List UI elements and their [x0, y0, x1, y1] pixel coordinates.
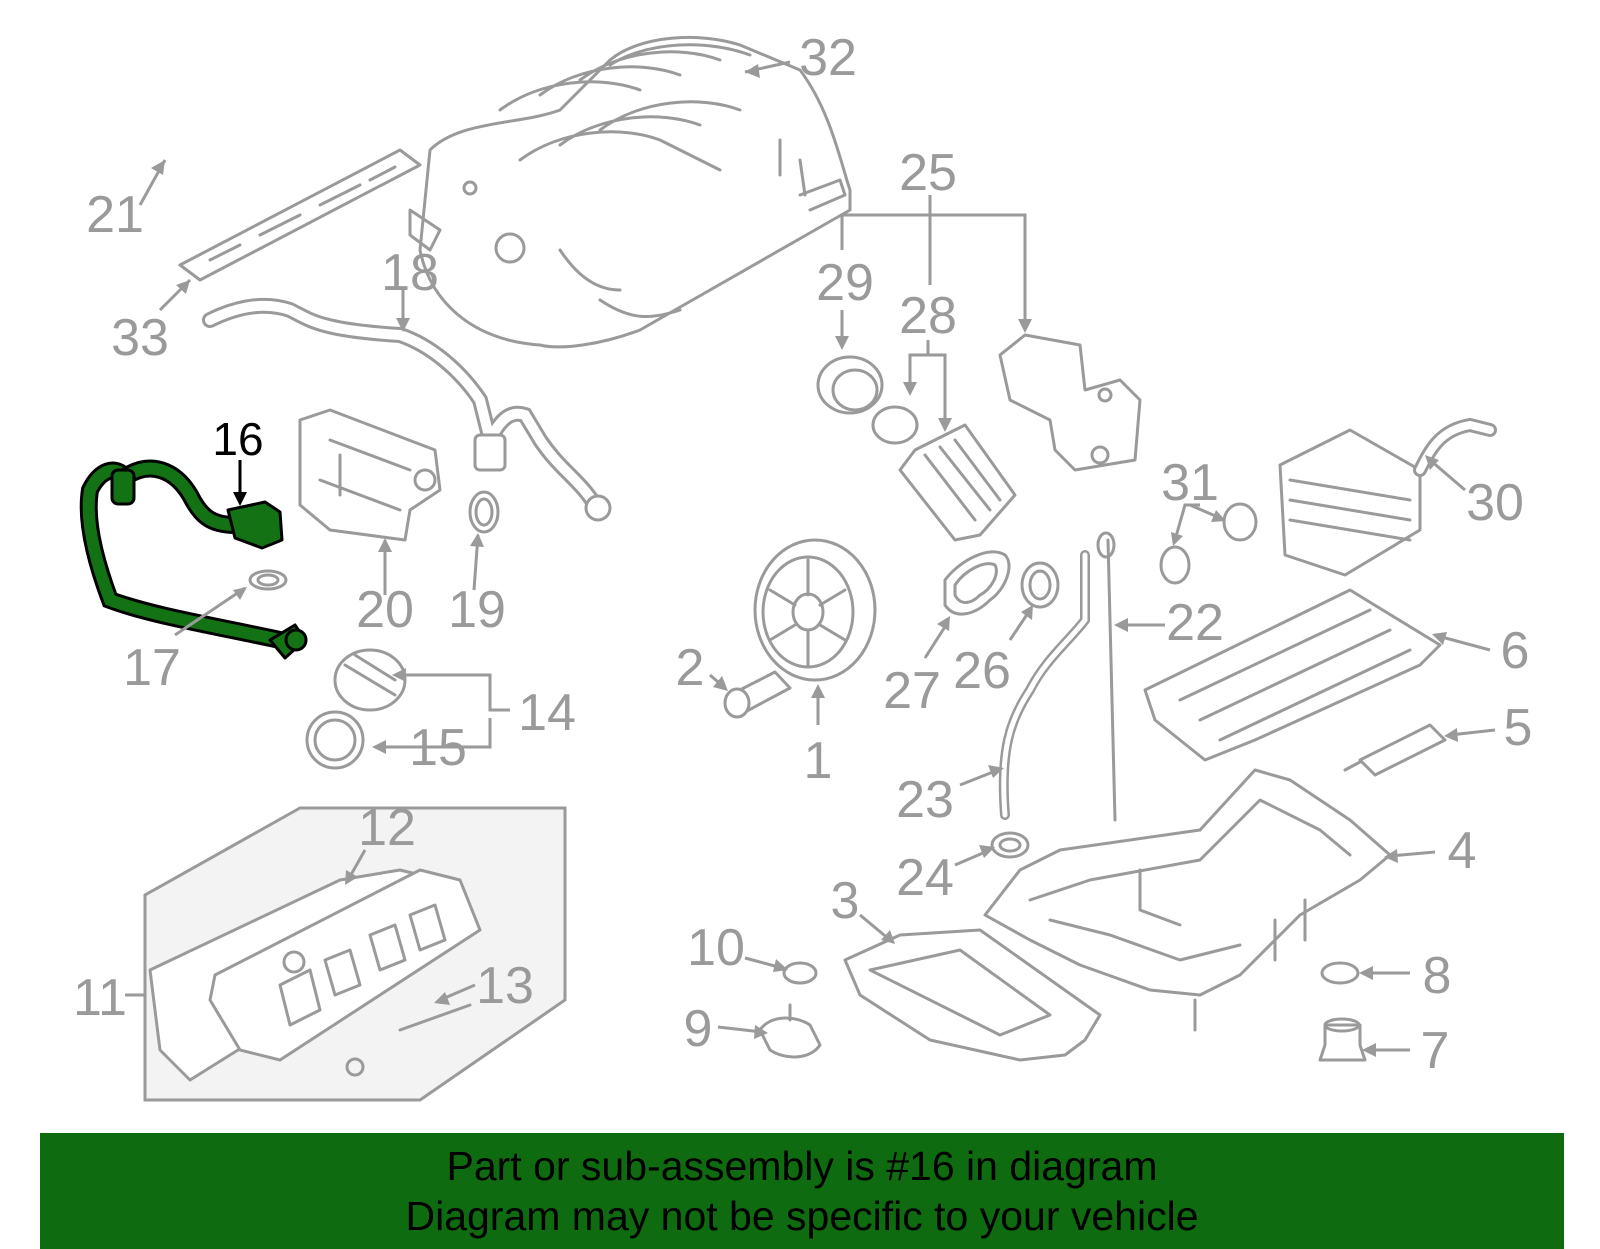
callout-18: 18 — [381, 244, 439, 302]
sensor-part-9[interactable] — [758, 1003, 822, 1059]
breather-pipe-part-18[interactable] — [202, 297, 612, 522]
callout-27: 27 — [883, 662, 941, 720]
callout-23: 23 — [896, 771, 954, 829]
callout-4: 4 — [1448, 822, 1477, 880]
hose-part-21[interactable] — [56, 112, 219, 209]
callout-17: 17 — [123, 639, 181, 697]
valve-cover-assembly-box-part-11[interactable] — [143, 806, 567, 1102]
seal-part-15[interactable] — [305, 710, 365, 770]
callout-21: 21 — [86, 186, 144, 244]
callout-32: 32 — [799, 29, 857, 87]
callout-25: 25 — [899, 144, 957, 202]
sealant-part-5[interactable] — [1343, 723, 1447, 777]
callout-1: 1 — [804, 732, 833, 790]
callout-numbers: 1 2 3 4 5 6 7 8 9 10 11 12 13 14 15 16 1… — [73, 29, 1532, 1080]
seal-part-8[interactable] — [1320, 961, 1360, 985]
bolt-part-2[interactable] — [723, 670, 792, 719]
gasket-part-27[interactable] — [943, 550, 1011, 616]
leader-16 — [233, 460, 247, 506]
callout-5: 5 — [1504, 699, 1533, 757]
crank-pulley-part-1[interactable] — [753, 538, 877, 682]
callout-6: 6 — [1501, 622, 1530, 680]
callout-11: 11 — [73, 969, 127, 1027]
oil-pan-lower-part-3[interactable] — [843, 928, 1102, 1062]
gasket-part-26[interactable] — [1020, 561, 1060, 609]
callout-30: 30 — [1466, 474, 1524, 532]
oil-filler-cap-part-14[interactable] — [333, 648, 407, 712]
oil-separator-part-20[interactable] — [298, 408, 442, 542]
info-banner: Part or sub-assembly is #16 in diagram D… — [40, 1133, 1564, 1249]
banner-line-2: Diagram may not be specific to your vehi… — [405, 1193, 1199, 1239]
seal-part-19[interactable] — [468, 490, 500, 534]
oil-filter-housing-part-25[interactable] — [998, 333, 1142, 472]
seal-part-17[interactable] — [248, 569, 288, 591]
filter-seal-part-28[interactable] — [871, 405, 919, 445]
callout-9: 9 — [684, 1000, 713, 1058]
dipstick-tube-part-23[interactable] — [998, 550, 1090, 820]
callout-24: 24 — [896, 849, 954, 907]
callout-29: 29 — [816, 254, 874, 312]
drain-plug-part-7[interactable] — [1318, 1017, 1367, 1062]
baffle-plate-part-6[interactable] — [1143, 588, 1442, 762]
callout-10: 10 — [687, 919, 745, 977]
callout-33: 33 — [111, 309, 169, 367]
callout-26: 26 — [953, 642, 1011, 700]
callout-14: 14 — [518, 684, 576, 742]
callout-15: 15 — [409, 719, 467, 777]
callout-13: 13 — [476, 957, 534, 1015]
filter-cap-part-29[interactable] — [816, 355, 884, 415]
callout-16-highlighted: 16 — [212, 413, 263, 465]
callout-31: 31 — [1161, 454, 1219, 512]
oil-cooler-part-30[interactable] — [1278, 417, 1497, 577]
intake-manifold-part-32[interactable] — [408, 36, 852, 349]
dipstick-part-22[interactable] — [1096, 531, 1117, 822]
callout-2: 2 — [676, 639, 705, 697]
breather-hose-part-16-highlighted[interactable] — [79, 459, 308, 660]
oil-pan-upper-part-4[interactable] — [983, 768, 1392, 1032]
callout-20: 20 — [356, 581, 414, 639]
callout-12: 12 — [358, 799, 416, 857]
callout-7: 7 — [1421, 1022, 1450, 1080]
leader-lines — [125, 60, 1496, 1057]
callout-22: 22 — [1166, 594, 1224, 652]
callout-19: 19 — [448, 581, 506, 639]
seal-part-10[interactable] — [782, 961, 818, 985]
seal-part-24[interactable] — [990, 831, 1030, 859]
callout-28: 28 — [899, 287, 957, 345]
seal-part-31[interactable] — [1159, 502, 1258, 585]
callout-3: 3 — [831, 872, 860, 930]
callout-8: 8 — [1423, 947, 1452, 1005]
intake-gasket-part-33[interactable] — [178, 148, 422, 282]
oil-filter-element-part-28[interactable] — [898, 423, 1017, 542]
banner-line-1: Part or sub-assembly is #16 in diagram — [446, 1143, 1158, 1189]
